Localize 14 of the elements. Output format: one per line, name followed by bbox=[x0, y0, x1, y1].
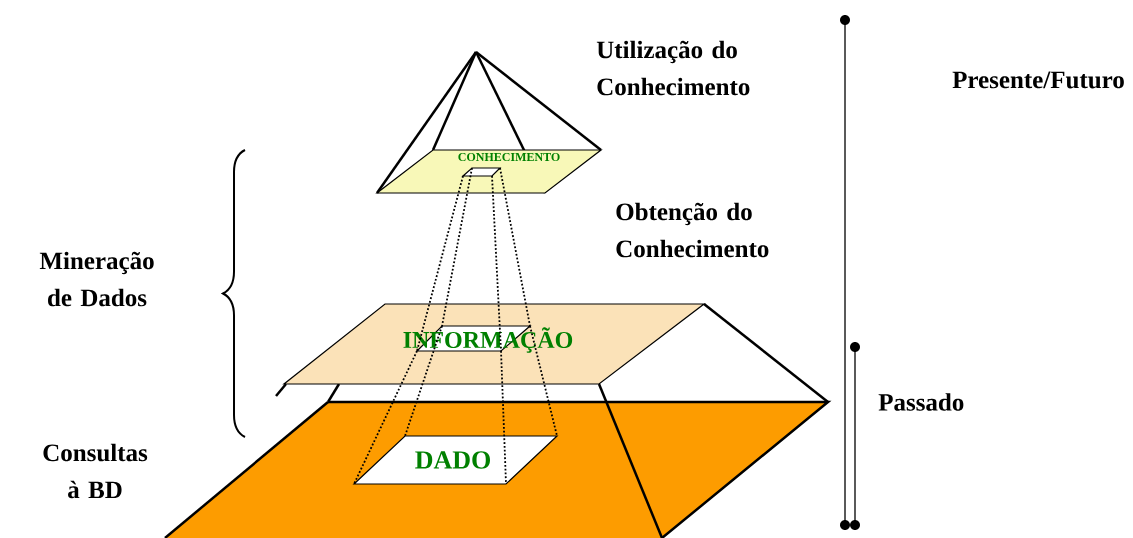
projection-line bbox=[529, 325, 558, 437]
projection-line bbox=[500, 350, 507, 485]
projection-line bbox=[404, 325, 443, 437]
label: Passado bbox=[878, 393, 964, 411]
projection-line bbox=[353, 350, 418, 485]
projection-line bbox=[441, 167, 473, 327]
label: Utilização do Conhecimento bbox=[596, 40, 750, 96]
label: Obtenção do Conhecimento bbox=[616, 202, 769, 258]
label: Presente/Futuro bbox=[952, 71, 1124, 89]
projection-line bbox=[416, 175, 464, 352]
projection-line bbox=[499, 167, 531, 327]
label: Consultas à BD bbox=[43, 443, 148, 499]
projection-line bbox=[491, 175, 502, 352]
label: Mineração de Dados bbox=[39, 251, 154, 307]
